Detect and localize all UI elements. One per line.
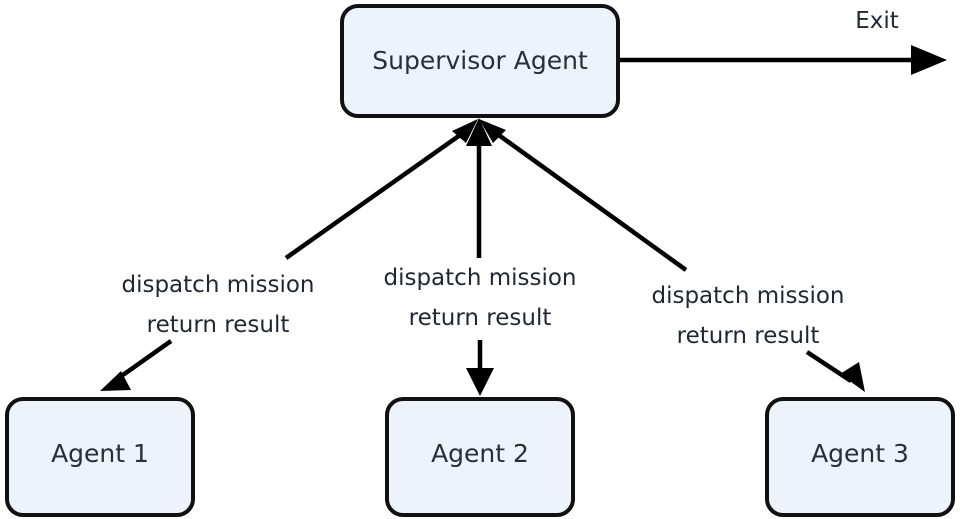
edge-label-agent2-line1: dispatch mission xyxy=(383,265,576,291)
agent3-up-arrow-head xyxy=(479,119,506,143)
agent2-up-arrow-head xyxy=(466,118,492,146)
agent3-down-arrow-head xyxy=(840,362,865,392)
agent-1-label: Agent 1 xyxy=(51,439,149,468)
node-agent-3[interactable]: Agent 3 xyxy=(765,397,955,517)
supervisor-agent-label: Supervisor Agent xyxy=(372,46,588,75)
edge-label-agent2-line2: return result xyxy=(409,305,552,331)
exit-label: Exit xyxy=(855,8,899,34)
supervisor-agent-box[interactable] xyxy=(340,4,620,118)
edge-supervisor-agent3 xyxy=(805,350,865,392)
exit-arrow-head xyxy=(911,45,947,75)
edge-label-agent1-line1: dispatch mission xyxy=(121,272,314,298)
node-agent-2[interactable]: Agent 2 xyxy=(385,397,575,517)
agent1-down-arrow-head xyxy=(100,371,131,391)
edge-supervisor-agent2 xyxy=(466,340,494,396)
agent2-down-arrow-head xyxy=(466,368,494,396)
agent3-up-line xyxy=(487,126,688,272)
edge-supervisor-agent1 xyxy=(100,339,173,391)
edge-label-agent3-line1: dispatch mission xyxy=(651,283,844,309)
agent-1-box[interactable] xyxy=(5,397,195,517)
node-agent-1[interactable]: Agent 1 xyxy=(5,397,195,517)
edge-label-agent3: dispatch mission return result xyxy=(651,283,844,349)
agent-3-label: Agent 3 xyxy=(811,439,909,468)
edge-agent1-supervisor xyxy=(284,119,478,260)
node-supervisor-agent[interactable]: Supervisor Agent xyxy=(340,4,620,118)
edge-agent3-supervisor xyxy=(479,119,688,272)
edge-label-agent1: dispatch mission return result xyxy=(121,272,314,338)
agent1-up-arrow-head xyxy=(452,119,478,143)
edge-agent2-supervisor xyxy=(466,118,492,258)
agent-3-box[interactable] xyxy=(765,397,955,517)
agent-2-box[interactable] xyxy=(385,397,575,517)
edge-supervisor-exit xyxy=(620,45,947,75)
agent-2-label: Agent 2 xyxy=(431,439,529,468)
edge-label-agent3-line2: return result xyxy=(677,323,820,349)
agent1-up-line xyxy=(284,126,472,260)
edge-label-agent1-line2: return result xyxy=(147,312,290,338)
edge-label-agent2: dispatch mission return result xyxy=(383,265,576,331)
